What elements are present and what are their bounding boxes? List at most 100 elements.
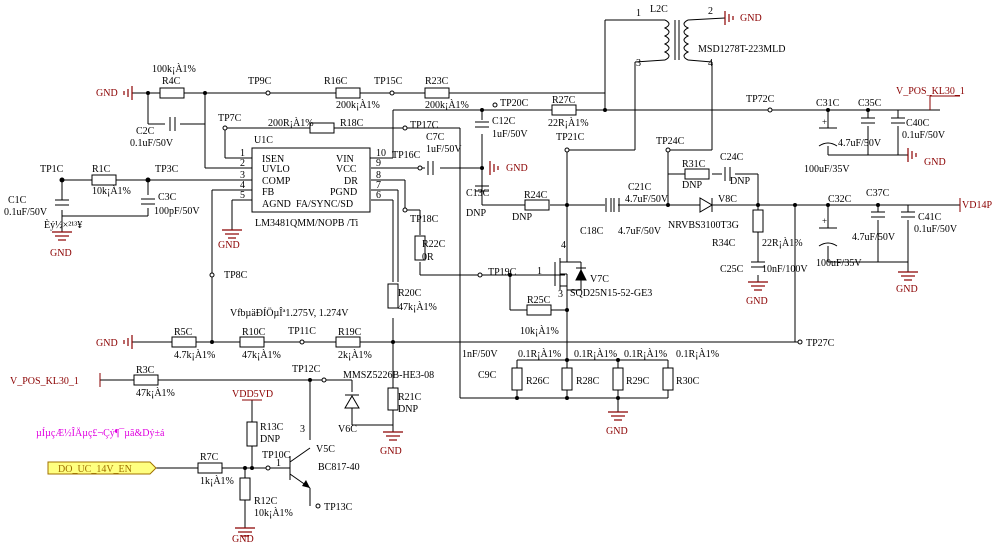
capacitor-value: 1nF/50V <box>462 349 498 360</box>
transformer-pin: 1 <box>636 8 641 19</box>
wires <box>61 19 960 528</box>
ic-pin-name: COMP <box>262 176 291 187</box>
resistor-ref: R7C <box>200 452 219 463</box>
resistor-ref: R19C <box>338 327 362 338</box>
capacitor-value: 4.7uF/50V <box>838 138 882 149</box>
resistor-value: 200k¡À1% <box>336 99 380 111</box>
capacitor-ref: C2C <box>136 126 155 137</box>
capacitor-ref: C12C <box>492 116 516 127</box>
mosfet-v7c: V7C SQD25N15-52-GE3 1 3 4 <box>537 240 652 305</box>
resistor-ref: R20C <box>398 288 422 299</box>
annotations: µÍµçÆ½ÎÄµç£¬Çý¶¯µã&Dý±á VfbµäÐÍÖµÎª1.275… <box>36 219 349 439</box>
capacitor-value: 4.7uF/50V <box>618 226 662 237</box>
capacitor-ref: C41C <box>918 212 942 223</box>
resistor-ref: R23C <box>425 76 449 87</box>
testpoint-label: TP17C <box>410 120 439 131</box>
capacitor-value: 4.7uF/50V <box>625 194 669 205</box>
resistors: R4C 100k¡À1% R16C 200k¡À1% R23C 200k¡À1%… <box>91 63 803 519</box>
ic-part: LM3481QMM/NOPB /Ti <box>255 218 358 229</box>
resistor-ref: R18C <box>340 118 364 129</box>
capacitors: C2C 0.1uF/50V C1C 0.1uF/50V C3C 100pF/50… <box>4 98 958 381</box>
testpoint-label: TP1C <box>40 164 64 175</box>
ic-pin-num: 4 <box>240 180 245 191</box>
capacitor-value: 0.1uF/50V <box>4 207 48 218</box>
testpoint-label: TP12C <box>292 364 321 375</box>
ic-pin-num: 7 <box>376 180 381 191</box>
mosfet-part: SQD25N15-52-GE3 <box>570 288 652 299</box>
gnd-label: GND <box>50 248 72 259</box>
capacitor-ref: C40C <box>906 118 930 129</box>
capacitor-ref: C21C <box>628 182 652 193</box>
testpoint-label: TP8C <box>224 270 248 281</box>
resistor-value: 47k¡À1% <box>242 349 281 361</box>
capacitor-ref: C25C <box>720 264 744 275</box>
resistor-ref: R12C <box>254 496 278 507</box>
resistor-ref: R25C <box>527 295 551 306</box>
ic-pin-name: DR <box>344 176 358 187</box>
resistor-value: 0.1R¡À1% <box>676 348 719 360</box>
transformer-pin: 4 <box>708 58 713 69</box>
capacitor-ref: C9C <box>478 370 497 381</box>
ic-pin-name: FA/SYNC/SD <box>296 199 353 210</box>
resistor-ref: R22C <box>422 239 446 250</box>
testpoint-label: TP13C <box>324 502 353 513</box>
resistor-value: 10k¡À1% <box>92 185 131 197</box>
resistor-ref: R1C <box>92 164 111 175</box>
transformer-ref: L2C <box>650 4 668 15</box>
transformer-pin: 3 <box>636 58 641 69</box>
ic-pin-num: 9 <box>376 158 381 169</box>
gnd-label: GND <box>218 240 240 251</box>
resistor-value: 0.1R¡À1% <box>518 348 561 360</box>
resistor-value: 22R¡À1% <box>762 237 803 249</box>
testpoint-label: TP11C <box>288 326 316 337</box>
capacitor-ref: C31C <box>816 98 840 109</box>
capacitor-value: 0.1uF/50V <box>914 224 958 235</box>
capacitor-value: 100uF/35V <box>816 258 862 269</box>
testpoints: TP9C TP15C TP7C TP17C TP16C TP20C TP21C … <box>40 76 835 513</box>
v-pos-in-label: V_POS_KL30_1 <box>10 376 79 387</box>
ic-pin-name: FB <box>262 187 275 198</box>
testpoint-label: TP16C <box>392 150 421 161</box>
diode-part: NRVBS3100T3G <box>668 220 739 231</box>
resistor-ref: R3C <box>136 365 155 376</box>
gnd-label: GND <box>606 426 628 437</box>
resistor-ref: R34C <box>712 238 736 249</box>
capacitor-value: DNP <box>466 208 486 219</box>
npn-v5c: V5C BC817-40 1 3 <box>276 424 360 489</box>
diode-ref: V8C <box>718 194 737 205</box>
gnd-label: GND <box>896 284 918 295</box>
ic-pin-num: 10 <box>376 148 386 159</box>
enable-net-label: DO_UC_14V_EN <box>58 464 132 475</box>
gnd-label: GND <box>746 296 768 307</box>
polarity-plus: + <box>822 117 827 127</box>
npn-ref: V5C <box>316 444 335 455</box>
capacitor-ref: C3C <box>158 192 177 203</box>
zener-v6c: V6C MMSZ5226B-HE3-08 <box>338 370 434 435</box>
ic-pin-name: PGND <box>330 187 357 198</box>
testpoint-label: TP72C <box>746 94 775 105</box>
resistor-ref: R30C <box>676 376 700 387</box>
mosfet-pin: 1 <box>537 266 542 277</box>
testpoint-label: TP27C <box>806 338 835 349</box>
enable-net-flag: DO_UC_14V_EN <box>47 461 157 475</box>
ic-pin-num: 8 <box>376 170 381 181</box>
ic-pin-name: VIN <box>336 154 354 165</box>
resistor-ref: R16C <box>324 76 348 87</box>
resistor-value: 0.1R¡À1% <box>624 348 667 360</box>
resistor-ref: R31C <box>682 159 706 170</box>
testpoint-label: TP10C <box>262 450 291 461</box>
capacitor-ref: C18C <box>580 226 604 237</box>
resistor-ref: R24C <box>524 190 548 201</box>
transformer-pin: 2 <box>708 6 713 17</box>
npn-pin: 3 <box>300 424 305 435</box>
gnd-label: GND <box>380 446 402 457</box>
testpoint-label: TP15C <box>374 76 403 87</box>
resistor-value: 2k¡À1% <box>338 349 372 361</box>
vdd5-label: VDD5VD <box>232 389 273 400</box>
testpoint-label: TP21C <box>556 132 585 143</box>
zener-part: MMSZ5226B-HE3-08 <box>343 370 434 381</box>
testpoint-label: TP24C <box>656 136 685 147</box>
resistor-value: 10k¡À1% <box>254 507 293 519</box>
gnd-label: GND <box>506 163 528 174</box>
resistor-ref: R28C <box>576 376 600 387</box>
